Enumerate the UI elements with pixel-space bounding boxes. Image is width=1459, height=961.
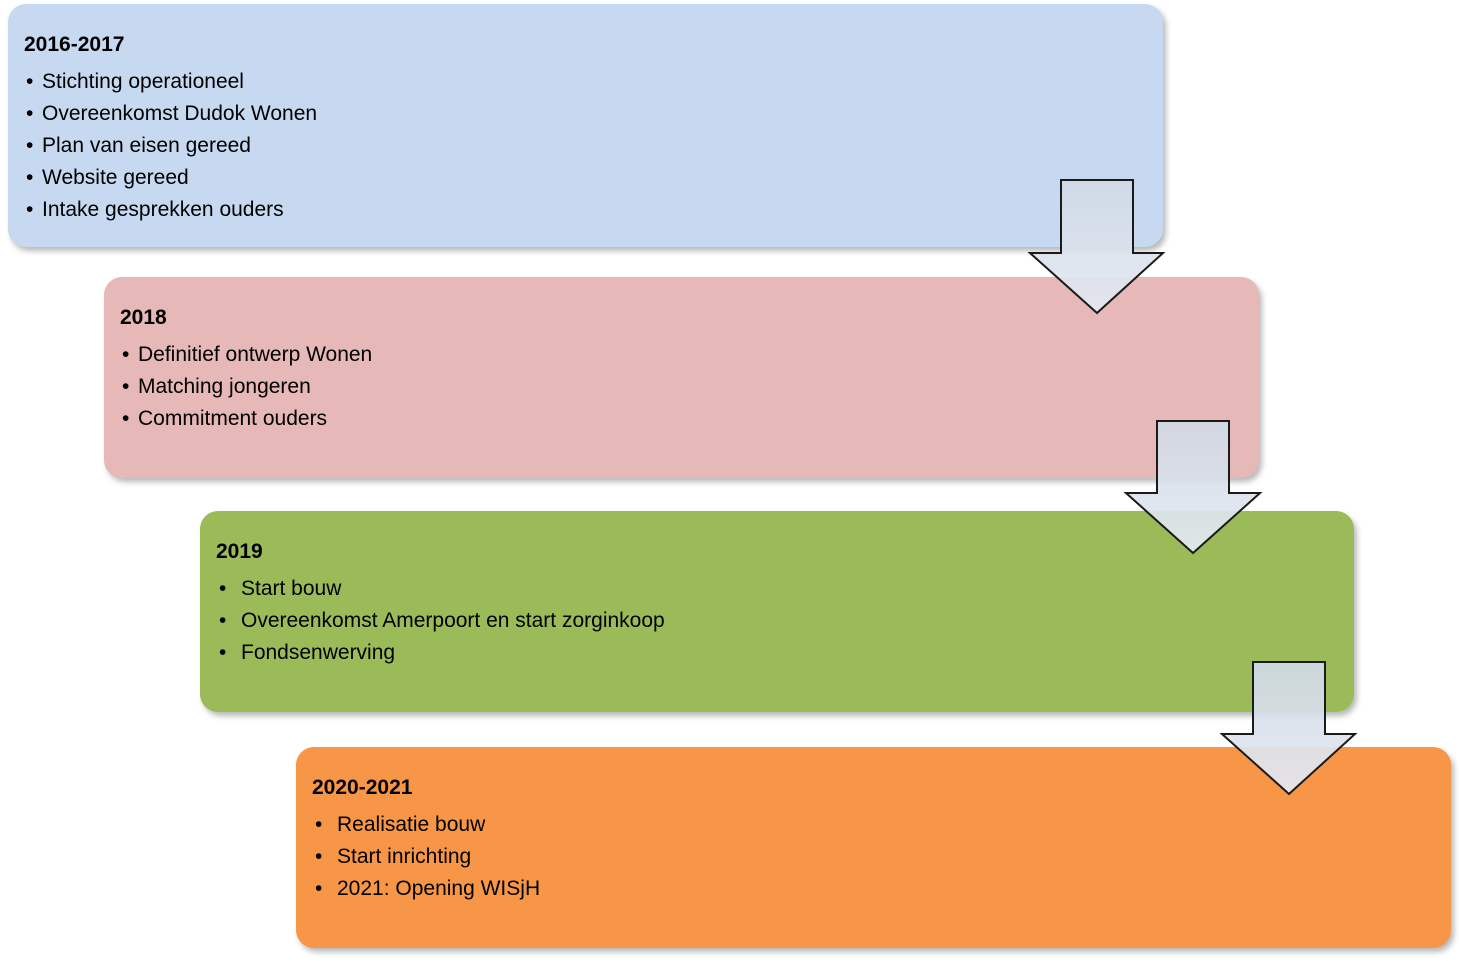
stage-item-list: • Realisatie bouw • Start inrichting • 2021… <box>312 809 1451 905</box>
list-item-label: Overeenkomst Dudok Wonen <box>42 102 318 125</box>
list-item: • Realisatie bouw <box>312 809 1451 841</box>
list-item-label: Definitief ontwerp Wonen <box>138 343 373 366</box>
stage-title: 2020-2021 <box>312 776 413 799</box>
list-item-label: Plan van eisen gereed <box>42 134 251 157</box>
stage-box-2016-2017: 2016-2017 • Stichting operationeel • Overe… <box>8 4 1163 247</box>
bullet-icon: • <box>122 375 130 398</box>
bullet-icon: • <box>26 166 34 189</box>
list-item: • Matching jongeren <box>120 371 1259 403</box>
list-item: • Definitief ontwerp Wonen <box>120 339 1259 371</box>
list-item: • Fondsenwerving <box>216 637 1354 669</box>
bullet-icon: • <box>26 70 34 93</box>
list-item: • Plan van eisen gereed <box>24 130 1163 162</box>
list-item-label: Overeenkomst Amerpoort en start zorginko… <box>241 609 665 632</box>
list-item-label: Start inrichting <box>337 845 472 868</box>
bullet-icon: • <box>315 845 323 868</box>
bullet-icon: • <box>122 343 130 366</box>
list-item: • Overeenkomst Dudok Wonen <box>24 98 1163 130</box>
list-item-label: Start bouw <box>241 577 342 600</box>
list-item-label: Fondsenwerving <box>241 641 396 664</box>
list-item-label: Realisatie bouw <box>337 813 486 836</box>
stage-box-2019: 2019 • Start bouw • Overeenkomst Amerpoort… <box>200 511 1354 712</box>
bullet-icon: • <box>122 407 130 430</box>
bullet-icon: • <box>315 813 323 836</box>
list-item: • Start inrichting <box>312 841 1451 873</box>
stage-title: 2019 <box>216 540 263 563</box>
stage-title: 2016-2017 <box>24 33 125 56</box>
bullet-icon: • <box>315 877 323 900</box>
list-item-label: Stichting operationeel <box>42 70 244 93</box>
stage-item-list: • Definitief ontwerp Wonen • Matching jong… <box>120 339 1259 435</box>
list-item: • Stichting operationeel <box>24 66 1163 98</box>
list-item: • 2021: Opening WISjH <box>312 873 1451 905</box>
bullet-icon: • <box>26 102 34 125</box>
bullet-icon: • <box>219 641 227 664</box>
list-item-label: Commitment ouders <box>138 407 328 430</box>
list-item: • Start bouw <box>216 573 1354 605</box>
list-item: • Intake gesprekken ouders <box>24 194 1163 226</box>
list-item: • Commitment ouders <box>120 403 1259 435</box>
list-item: • Website gereed <box>24 162 1163 194</box>
list-item-label: Website gereed <box>42 166 189 189</box>
stage-item-list: • Stichting operationeel • Overeenkomst Du… <box>24 66 1163 226</box>
bullet-icon: • <box>219 577 227 600</box>
bullet-icon: • <box>26 134 34 157</box>
list-item-label: 2021: Opening WISjH <box>337 877 541 900</box>
bullet-icon: • <box>26 198 34 221</box>
stage-box-2018: 2018 • Definitief ontwerp Wonen • Matching… <box>104 277 1259 478</box>
list-item-label: Intake gesprekken ouders <box>42 198 284 221</box>
stage-box-2020-2021: 2020-2021 • Realisatie bouw • Start inrich… <box>296 747 1451 948</box>
stage-item-list: • Start bouw • Overeenkomst Amerpoort en s… <box>216 573 1354 669</box>
list-item-label: Matching jongeren <box>138 375 311 398</box>
list-item: • Overeenkomst Amerpoort en start zorgink… <box>216 605 1354 637</box>
stage-title: 2018 <box>120 306 167 329</box>
bullet-icon: • <box>219 609 227 632</box>
